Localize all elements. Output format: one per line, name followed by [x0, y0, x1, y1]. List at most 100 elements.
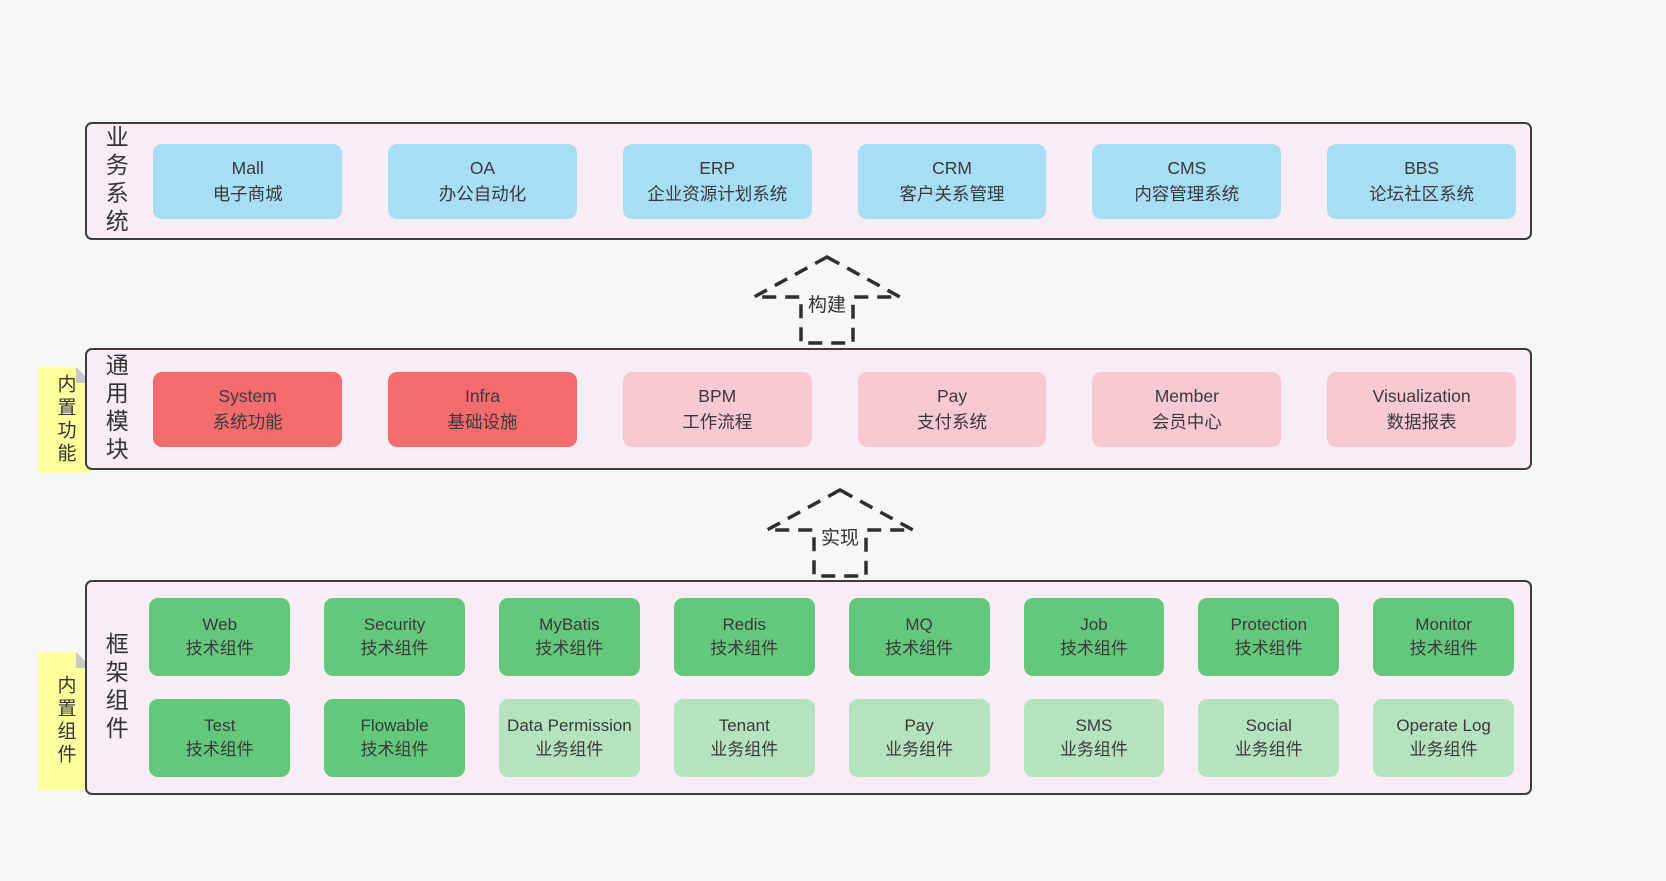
box-tenant-name: Tenant: [718, 715, 770, 735]
box-crm-name: CRM: [932, 157, 972, 178]
box-infra-desc: 基础设施: [447, 412, 518, 432]
box-sms-name: SMS: [1075, 715, 1113, 735]
box-pay-module-name: Pay: [936, 385, 968, 406]
box-protection: Protection 技术组件: [1198, 598, 1340, 676]
box-redis: Redis 技术组件: [673, 598, 815, 676]
common-modules-panel: 通用模块 System 系统功能 Infra 基础设施 BPM 工作流程 Pay…: [85, 348, 1532, 470]
box-job: Job 技术组件: [1023, 598, 1165, 676]
box-web-name: Web: [202, 614, 238, 634]
box-member-desc: 会员中心: [1151, 412, 1222, 432]
box-bbs-desc: 论坛社区系统: [1369, 184, 1475, 204]
framework-components-label: 框架组件: [102, 631, 129, 744]
box-oa-name: OA: [469, 157, 496, 178]
box-flowable: Flowable 技术组件: [324, 699, 465, 777]
box-social-desc: 业务组件: [1234, 740, 1303, 759]
box-infra: Infra 基础设施: [388, 371, 577, 447]
box-social-name: Social: [1245, 715, 1292, 735]
common-modules-label: 通用模块: [102, 353, 129, 465]
box-redis-name: Redis: [722, 614, 766, 634]
box-monitor-desc: 技术组件: [1409, 639, 1478, 658]
box-protection-desc: 技术组件: [1234, 639, 1303, 658]
box-tenant-desc: 业务组件: [710, 740, 779, 759]
box-data-permission-desc: 业务组件: [535, 740, 604, 759]
box-bpm: BPM 工作流程: [622, 371, 812, 447]
box-pay-module-desc: 支付系统: [917, 412, 988, 432]
box-bpm-name: BPM: [698, 385, 737, 406]
box-job-name: Job: [1080, 614, 1108, 634]
builtin-components-sticky: 内置组件: [38, 652, 92, 790]
box-test-desc: 技术组件: [185, 740, 254, 759]
box-cms-desc: 内容管理系统: [1134, 184, 1240, 204]
box-mybatis-name: MyBatis: [539, 614, 600, 634]
box-bbs-name: BBS: [1404, 157, 1440, 178]
box-visualization-desc: 数据报表: [1386, 412, 1457, 432]
box-system-desc: 系统功能: [212, 412, 283, 432]
box-visualization: Visualization 数据报表: [1327, 371, 1516, 447]
box-monitor-name: Monitor: [1415, 614, 1472, 634]
box-flowable-name: Flowable: [360, 715, 429, 735]
box-test: Test 技术组件: [149, 699, 291, 777]
box-infra-name: Infra: [464, 385, 500, 406]
box-erp: ERP 企业资源计划系统: [622, 143, 812, 219]
builtin-features-sticky-label: 内置功能: [54, 374, 76, 466]
box-data-permission-name: Data Permission: [507, 715, 632, 735]
box-pay-component: Pay 业务组件: [848, 699, 990, 777]
box-pay-component-name: Pay: [904, 715, 934, 735]
box-job-desc: 技术组件: [1059, 639, 1128, 658]
box-redis-desc: 技术组件: [710, 639, 779, 658]
box-mall-name: Mall: [231, 157, 264, 178]
builtin-components-sticky-label: 内置组件: [54, 675, 76, 767]
box-member: Member 会员中心: [1092, 371, 1282, 447]
box-tenant: Tenant 业务组件: [673, 699, 815, 777]
implement-arrow: 实现: [760, 487, 920, 579]
box-mybatis-desc: 技术组件: [535, 639, 604, 658]
box-mq: MQ 技术组件: [848, 598, 990, 676]
build-arrow-label: 构建: [804, 290, 850, 317]
box-sms-desc: 业务组件: [1059, 740, 1128, 759]
box-oa-desc: 办公自动化: [438, 184, 527, 204]
box-social: Social 业务组件: [1198, 699, 1340, 777]
box-flowable-desc: 技术组件: [360, 740, 429, 759]
business-systems-label: 业务系统: [102, 125, 129, 237]
box-security-name: Security: [363, 614, 426, 634]
box-mq-name: MQ: [905, 614, 933, 634]
box-security-desc: 技术组件: [360, 639, 429, 658]
box-operate-log-name: Operate Log: [1396, 715, 1491, 735]
common-modules-row: System 系统功能 Infra 基础设施 BPM 工作流程 Pay 支付系统…: [153, 371, 1516, 447]
box-cms: CMS 内容管理系统: [1092, 143, 1282, 219]
box-data-permission: Data Permission 业务组件: [498, 699, 640, 777]
box-cms-name: CMS: [1167, 157, 1207, 178]
box-pay-component-desc: 业务组件: [885, 740, 954, 759]
framework-components-grid: Web 技术组件 Security 技术组件 MyBatis 技术组件 Redi…: [149, 598, 1515, 777]
box-mall: Mall 电子商城: [153, 143, 343, 219]
box-mall-desc: 电子商城: [212, 184, 283, 204]
business-systems-panel: 业务系统 Mall 电子商城 OA 办公自动化 ERP 企业资源计划系统 CRM…: [85, 122, 1532, 240]
box-crm-desc: 客户关系管理: [899, 184, 1005, 204]
box-monitor: Monitor 技术组件: [1373, 598, 1515, 676]
box-protection-name: Protection: [1230, 614, 1308, 634]
tech-components-row: Web 技术组件 Security 技术组件 MyBatis 技术组件 Redi…: [149, 598, 1515, 676]
box-system: System 系统功能: [153, 371, 343, 447]
box-bpm-desc: 工作流程: [682, 412, 753, 432]
business-systems-row: Mall 电子商城 OA 办公自动化 ERP 企业资源计划系统 CRM 客户关系…: [153, 143, 1516, 219]
box-sms: SMS 业务组件: [1023, 699, 1165, 777]
box-operate-log-desc: 业务组件: [1409, 740, 1478, 759]
box-visualization-name: Visualization: [1372, 385, 1471, 406]
box-web: Web 技术组件: [149, 598, 291, 676]
box-security: Security 技术组件: [324, 598, 465, 676]
box-mq-desc: 技术组件: [885, 639, 954, 658]
biz-components-row: Test 技术组件 Flowable 技术组件 Data Permission …: [149, 699, 1515, 777]
builtin-features-sticky: 内置功能: [38, 367, 92, 473]
framework-components-panel: 框架组件 Web 技术组件 Security 技术组件 MyBatis 技术组件…: [85, 580, 1532, 795]
box-pay-module: Pay 支付系统: [857, 371, 1047, 447]
box-operate-log: Operate Log 业务组件: [1373, 699, 1515, 777]
box-bbs: BBS 论坛社区系统: [1327, 143, 1516, 219]
implement-arrow-label: 实现: [817, 523, 863, 550]
box-web-desc: 技术组件: [185, 639, 254, 658]
box-test-name: Test: [204, 715, 236, 735]
box-erp-name: ERP: [699, 157, 736, 178]
box-member-name: Member: [1154, 385, 1219, 406]
box-erp-desc: 企业资源计划系统: [647, 184, 788, 204]
box-crm: CRM 客户关系管理: [857, 143, 1047, 219]
build-arrow: 构建: [747, 254, 907, 346]
